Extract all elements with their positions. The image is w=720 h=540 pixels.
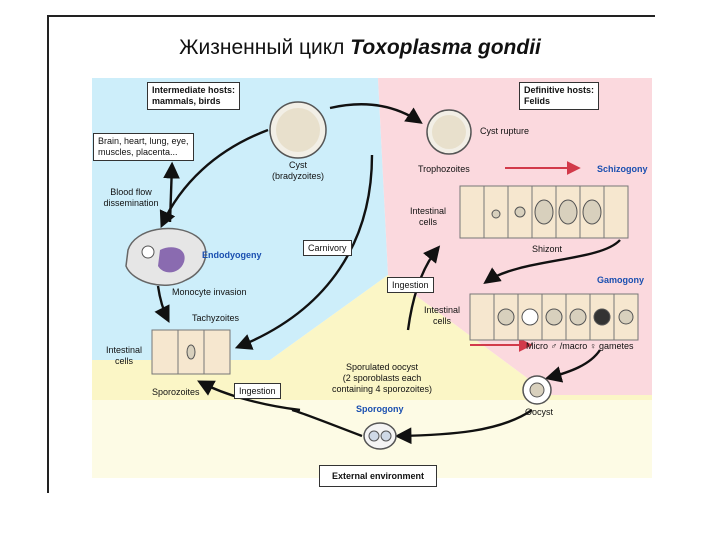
schizont-label: Shizont xyxy=(532,244,563,254)
organs-line2: muscles, placenta... xyxy=(98,147,178,157)
definitive-hosts-box: Definitive hosts: Felids xyxy=(519,82,600,110)
intestinal-cells-right-line1: Intestinal xyxy=(409,206,447,216)
organs-line1: Brain, heart, lung, eye, xyxy=(98,136,189,146)
arc-oocyst-to-sporogony xyxy=(394,409,533,445)
arc-schizont-to-gamogony xyxy=(483,239,621,284)
blood-flow-line1: Blood flow xyxy=(110,187,152,197)
intestinal-cells-left-label: Intestinal cells xyxy=(96,345,152,367)
gametes-label: Micro ♂ /macro ♀ gametes xyxy=(526,341,634,351)
arc-carnivory xyxy=(234,154,374,350)
intestinal-cells-gam-line1: Intestinal xyxy=(423,305,461,315)
intestinal-cells-schizogony xyxy=(459,185,629,239)
sporulated-line3: containing 4 sporozoites) xyxy=(331,384,433,394)
carnivory-box: Carnivory xyxy=(303,240,352,256)
sporulated-oocyst-shape xyxy=(363,422,397,450)
definitive-hosts-line1: Definitive hosts: xyxy=(524,85,595,95)
cyst-label: Cyst (bradyzoites) xyxy=(258,160,338,182)
intestinal-cells-gam-line2: cells xyxy=(432,316,451,326)
sporogony-label: Sporogony xyxy=(356,404,404,414)
intestinal-cells-left xyxy=(151,329,231,375)
trophozoites-label: Trophozoites xyxy=(418,164,470,174)
tachyzoites-label: Tachyzoites xyxy=(192,313,240,323)
title-prefix: Жизненный цикл xyxy=(179,36,345,59)
slide-top-rule xyxy=(47,15,655,17)
sporozoites-label: Sporozoites xyxy=(152,387,200,397)
intermediate-hosts-line1: Intermediate hosts: xyxy=(152,85,236,95)
slide-title: Жизненный цикл Toxoplasma gondii xyxy=(0,36,720,60)
cyst-line2: (bradyzoites) xyxy=(271,171,325,181)
arc-monocyte-down xyxy=(154,285,170,324)
oocyst-label: Oocyst xyxy=(525,407,554,417)
sporulated-line1: Sporulated oocyst xyxy=(345,362,419,372)
intermediate-hosts-box: Intermediate hosts: mammals, birds xyxy=(147,82,241,110)
intestinal-cells-gam-label: Intestinal cells xyxy=(414,305,470,327)
endodyogeny-label: Endodyogeny xyxy=(202,250,262,260)
ingestion-left-box: Ingestion xyxy=(234,383,281,399)
cyst-line1: Cyst xyxy=(289,160,307,170)
ingestion-right-box: Ingestion xyxy=(387,277,434,293)
blood-flow-line2: dissemination xyxy=(103,198,159,208)
organs-box: Brain, heart, lung, eye, muscles, placen… xyxy=(93,133,194,161)
definitive-hosts-line2: Felids xyxy=(524,96,551,106)
slide-left-rule xyxy=(47,15,49,493)
sporulated-oocyst-label: Sporulated oocyst (2 sporoblasts each co… xyxy=(320,362,444,395)
intestinal-cells-right-label: Intestinal cells xyxy=(400,206,456,228)
sporulated-line2: (2 sporoblasts each xyxy=(342,373,422,383)
arc-blood-flow xyxy=(163,161,180,223)
arc-cyst-to-rupture xyxy=(329,103,423,124)
intestinal-cells-gamogony xyxy=(469,293,639,341)
intestinal-cells-left-line1: Intestinal xyxy=(105,345,143,355)
cyst-rupture-label: Cyst rupture xyxy=(480,126,530,136)
monocyte-invasion-label: Monocyte invasion xyxy=(172,287,247,297)
arc-gamogony-to-oocyst xyxy=(544,349,601,383)
title-species: Toxoplasma gondii xyxy=(350,36,541,59)
external-environment-box: External environment xyxy=(319,465,438,487)
arc-sporogony-to-sporozoites xyxy=(291,408,363,438)
schizogony-label: Schizogony xyxy=(597,164,648,174)
blood-flow-label: Blood flow dissemination xyxy=(100,187,162,209)
intermediate-hosts-line2: mammals, birds xyxy=(152,96,221,106)
intestinal-cells-left-line2: cells xyxy=(114,356,133,366)
gamogony-label: Gamogony xyxy=(597,275,645,285)
intestinal-cells-right-line2: cells xyxy=(418,217,437,227)
arc-cyst-to-monocyte xyxy=(159,128,269,229)
